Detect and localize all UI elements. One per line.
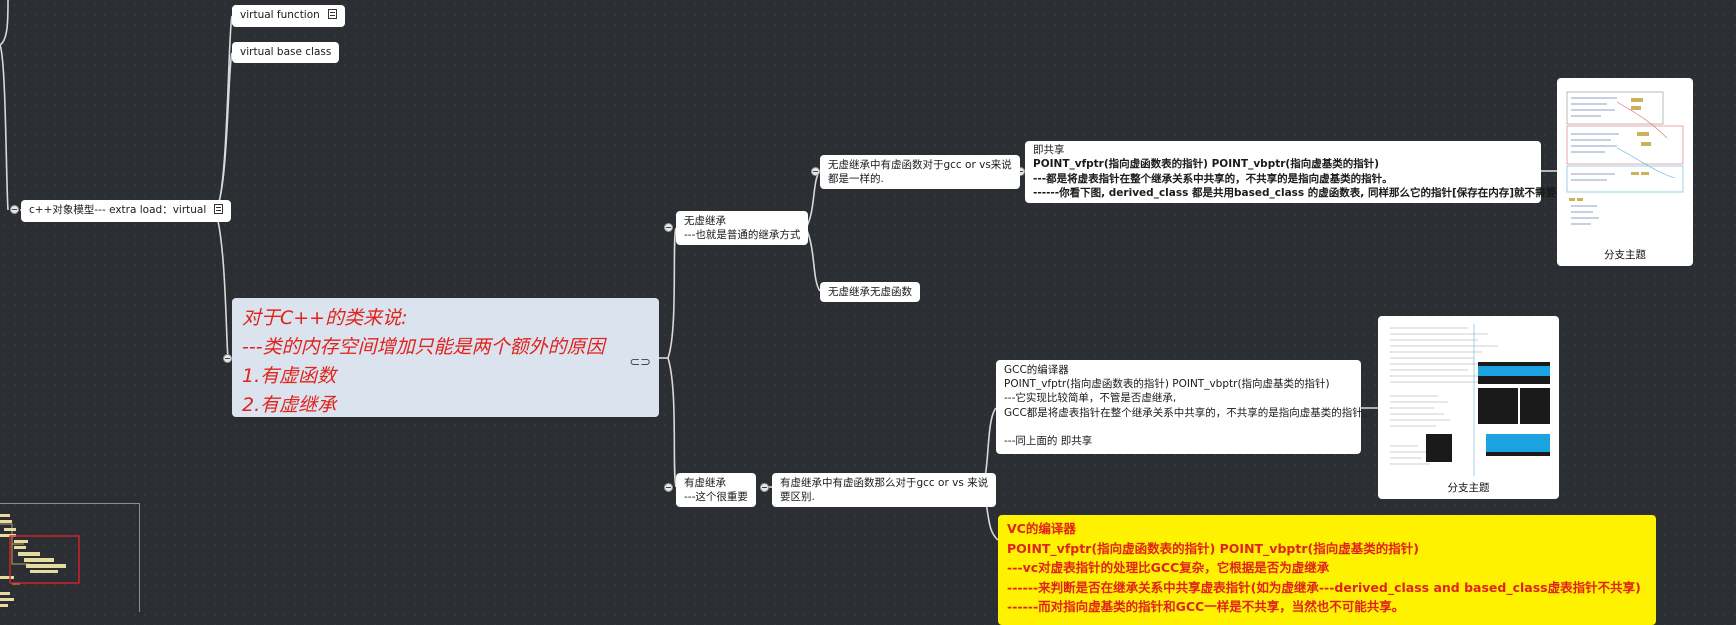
collapse-icon[interactable] [223,354,232,363]
topic-line: 有虚继承中有虚函数那么对于gcc or vs 来说 [780,477,989,489]
central-line: ---类的内存空间增加只能是两个额外的原因 [242,336,605,358]
topic-no-vi-with-vfunc[interactable]: 无虚继承中有虚函数对于gcc or vs来说 都是一样的. [820,155,1020,189]
topic-virtual-inherit[interactable]: 有虚继承 ---这个很重要 [676,473,756,507]
topic-label: c++对象模型--- extra load：virtual [29,204,207,216]
collapse-icon[interactable] [10,205,19,214]
topic-shared-note[interactable]: 即共享 POINT_vfptr(指向虚函数表的指针) POINT_vbptr(指… [1025,141,1588,203]
topic-line: POINT_vfptr(指向虚函数表的指针) POINT_vbptr(指向虚基类… [1007,540,1419,556]
image-topic-card[interactable]: 分支主题 [1378,316,1559,499]
topic-line: ---这个很重要 [684,491,748,503]
topic-line: ---vc对虚表指针的处理比GCC复杂，它根据是否为虚继承 [1007,560,1330,575]
screenshot-thumbnail-image [1386,322,1552,476]
topic-line: 都是一样的. [828,173,884,185]
topic-label: 无虚继承无虚函数 [828,286,912,298]
topic-no-vi-no-vfunc[interactable]: 无虚继承无虚函数 [820,282,920,302]
topic-gcc-note[interactable]: GCC的编译器 POINT_vfptr(指向虚函数表的指针) POINT_vbp… [996,360,1374,454]
topic-line: ---也就是普通的继承方式 [684,229,801,241]
topic-vi-with-vfunc[interactable]: 有虚继承中有虚函数那么对于gcc or vs 来说 要区别. [772,473,997,507]
central-topic[interactable]: 对于C++的类来说: ---类的内存空间增加只能是两个额外的原因 1.有虚函数 … [232,298,659,417]
central-line: 2.有虚继承 [242,394,337,416]
diagram-thumbnail-image [1565,91,1684,242]
topic-line: ------你看下图, derived_class 都是共用based_clas… [1033,186,1588,199]
topic-line [1004,420,1353,434]
topic-line: ---它实现比较简单，不管是否虚继承, [1004,392,1177,405]
note-icon[interactable] [214,204,224,214]
minimap[interactable] [0,503,140,612]
topic-object-model[interactable]: c++对象模型--- extra load：virtual [21,200,232,222]
topic-line: ------来判断是否在继承关系中共享虚表指针(如为虚继承---derived_… [1007,579,1641,595]
topic-line: 即共享 [1033,144,1065,156]
topic-line: POINT_vfptr(指向虚函数表的指针) POINT_vbptr(指向虚基类… [1004,378,1330,391]
topic-line: VC的编译器 [1007,521,1076,536]
collapse-icon[interactable] [760,483,769,492]
topic-label: virtual base class [240,46,332,58]
central-line: 对于C++的类来说: [242,307,408,329]
topic-vc-note[interactable]: VC的编译器 POINT_vfptr(指向虚函数表的指针) POINT_vbpt… [998,515,1656,625]
topic-virtual-base-class[interactable]: virtual base class [232,42,340,63]
topic-line: ---都是将虚表指针在整个继承关系中共享的，不共享的是指向虚基类的指针。 [1033,172,1393,185]
topic-line: 要区别. [780,491,815,503]
topic-line: GCC都是将虚表指针在整个继承关系中共享的，不共享的是指向虚基类的指针。 [1004,406,1374,419]
image-topic-card[interactable]: 分支主题 [1557,78,1693,266]
note-icon[interactable] [327,9,337,19]
topic-virtual-function[interactable]: virtual function [232,5,345,27]
image-topic-caption: 分支主题 [1604,249,1646,261]
topic-line: 有虚继承 [684,477,726,489]
central-line: 1.有虚函数 [242,365,337,387]
topic-line: GCC的编译器 [1004,364,1069,376]
topic-line: ---同上面的 即共享 [1004,435,1093,448]
link-icon[interactable]: ⊂⊃ [629,355,651,370]
image-topic-caption: 分支主题 [1447,482,1490,494]
topic-line: 无虚继承中有虚函数对于gcc or vs来说 [828,159,1012,171]
topic-label: virtual function [240,9,320,21]
minimap-overview [0,514,80,607]
topic-no-virtual-inherit[interactable]: 无虚继承 ---也就是普通的继承方式 [676,211,809,245]
collapse-icon[interactable] [664,223,673,232]
topic-line: ------而对指向虚基类的指针和GCC一样是不共享，当然也不可能共享。 [1007,599,1405,614]
collapse-icon[interactable] [664,483,673,492]
topic-line: 无虚继承 [684,215,726,227]
collapse-icon[interactable] [811,167,820,176]
topic-line: POINT_vfptr(指向虚函数表的指针) POINT_vbptr(指向虚基类… [1033,158,1380,171]
